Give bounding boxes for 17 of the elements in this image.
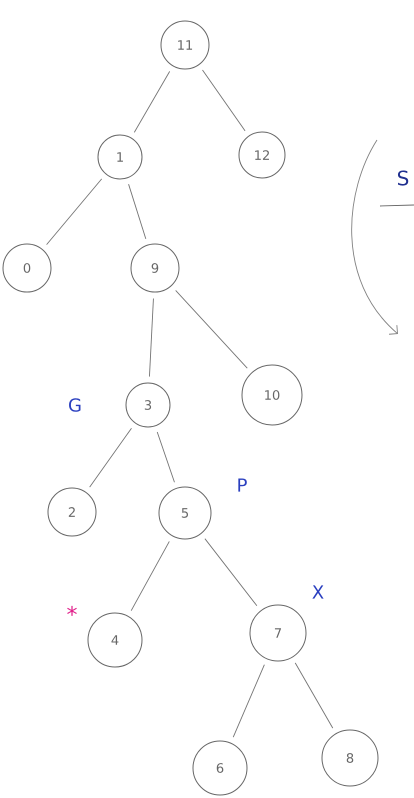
handwritten-mark: G <box>69 398 80 412</box>
tree-edge <box>130 541 170 612</box>
handwritten-mark: P <box>238 478 247 492</box>
tree-edge <box>134 70 170 133</box>
tree-edge <box>149 298 154 377</box>
handwritten-mark: X <box>312 585 324 599</box>
tree-edge <box>46 178 102 246</box>
handwritten-mark: S <box>398 170 408 186</box>
tree-edge <box>232 664 265 738</box>
tree-edge <box>204 538 258 606</box>
tree-edge <box>175 290 248 369</box>
tree-edge <box>156 432 175 483</box>
tree-edge <box>89 428 132 488</box>
tree-edge <box>202 70 246 132</box>
tree-edge <box>294 662 334 729</box>
handwritten-mark: * <box>67 606 77 616</box>
tree-edge <box>128 184 146 240</box>
